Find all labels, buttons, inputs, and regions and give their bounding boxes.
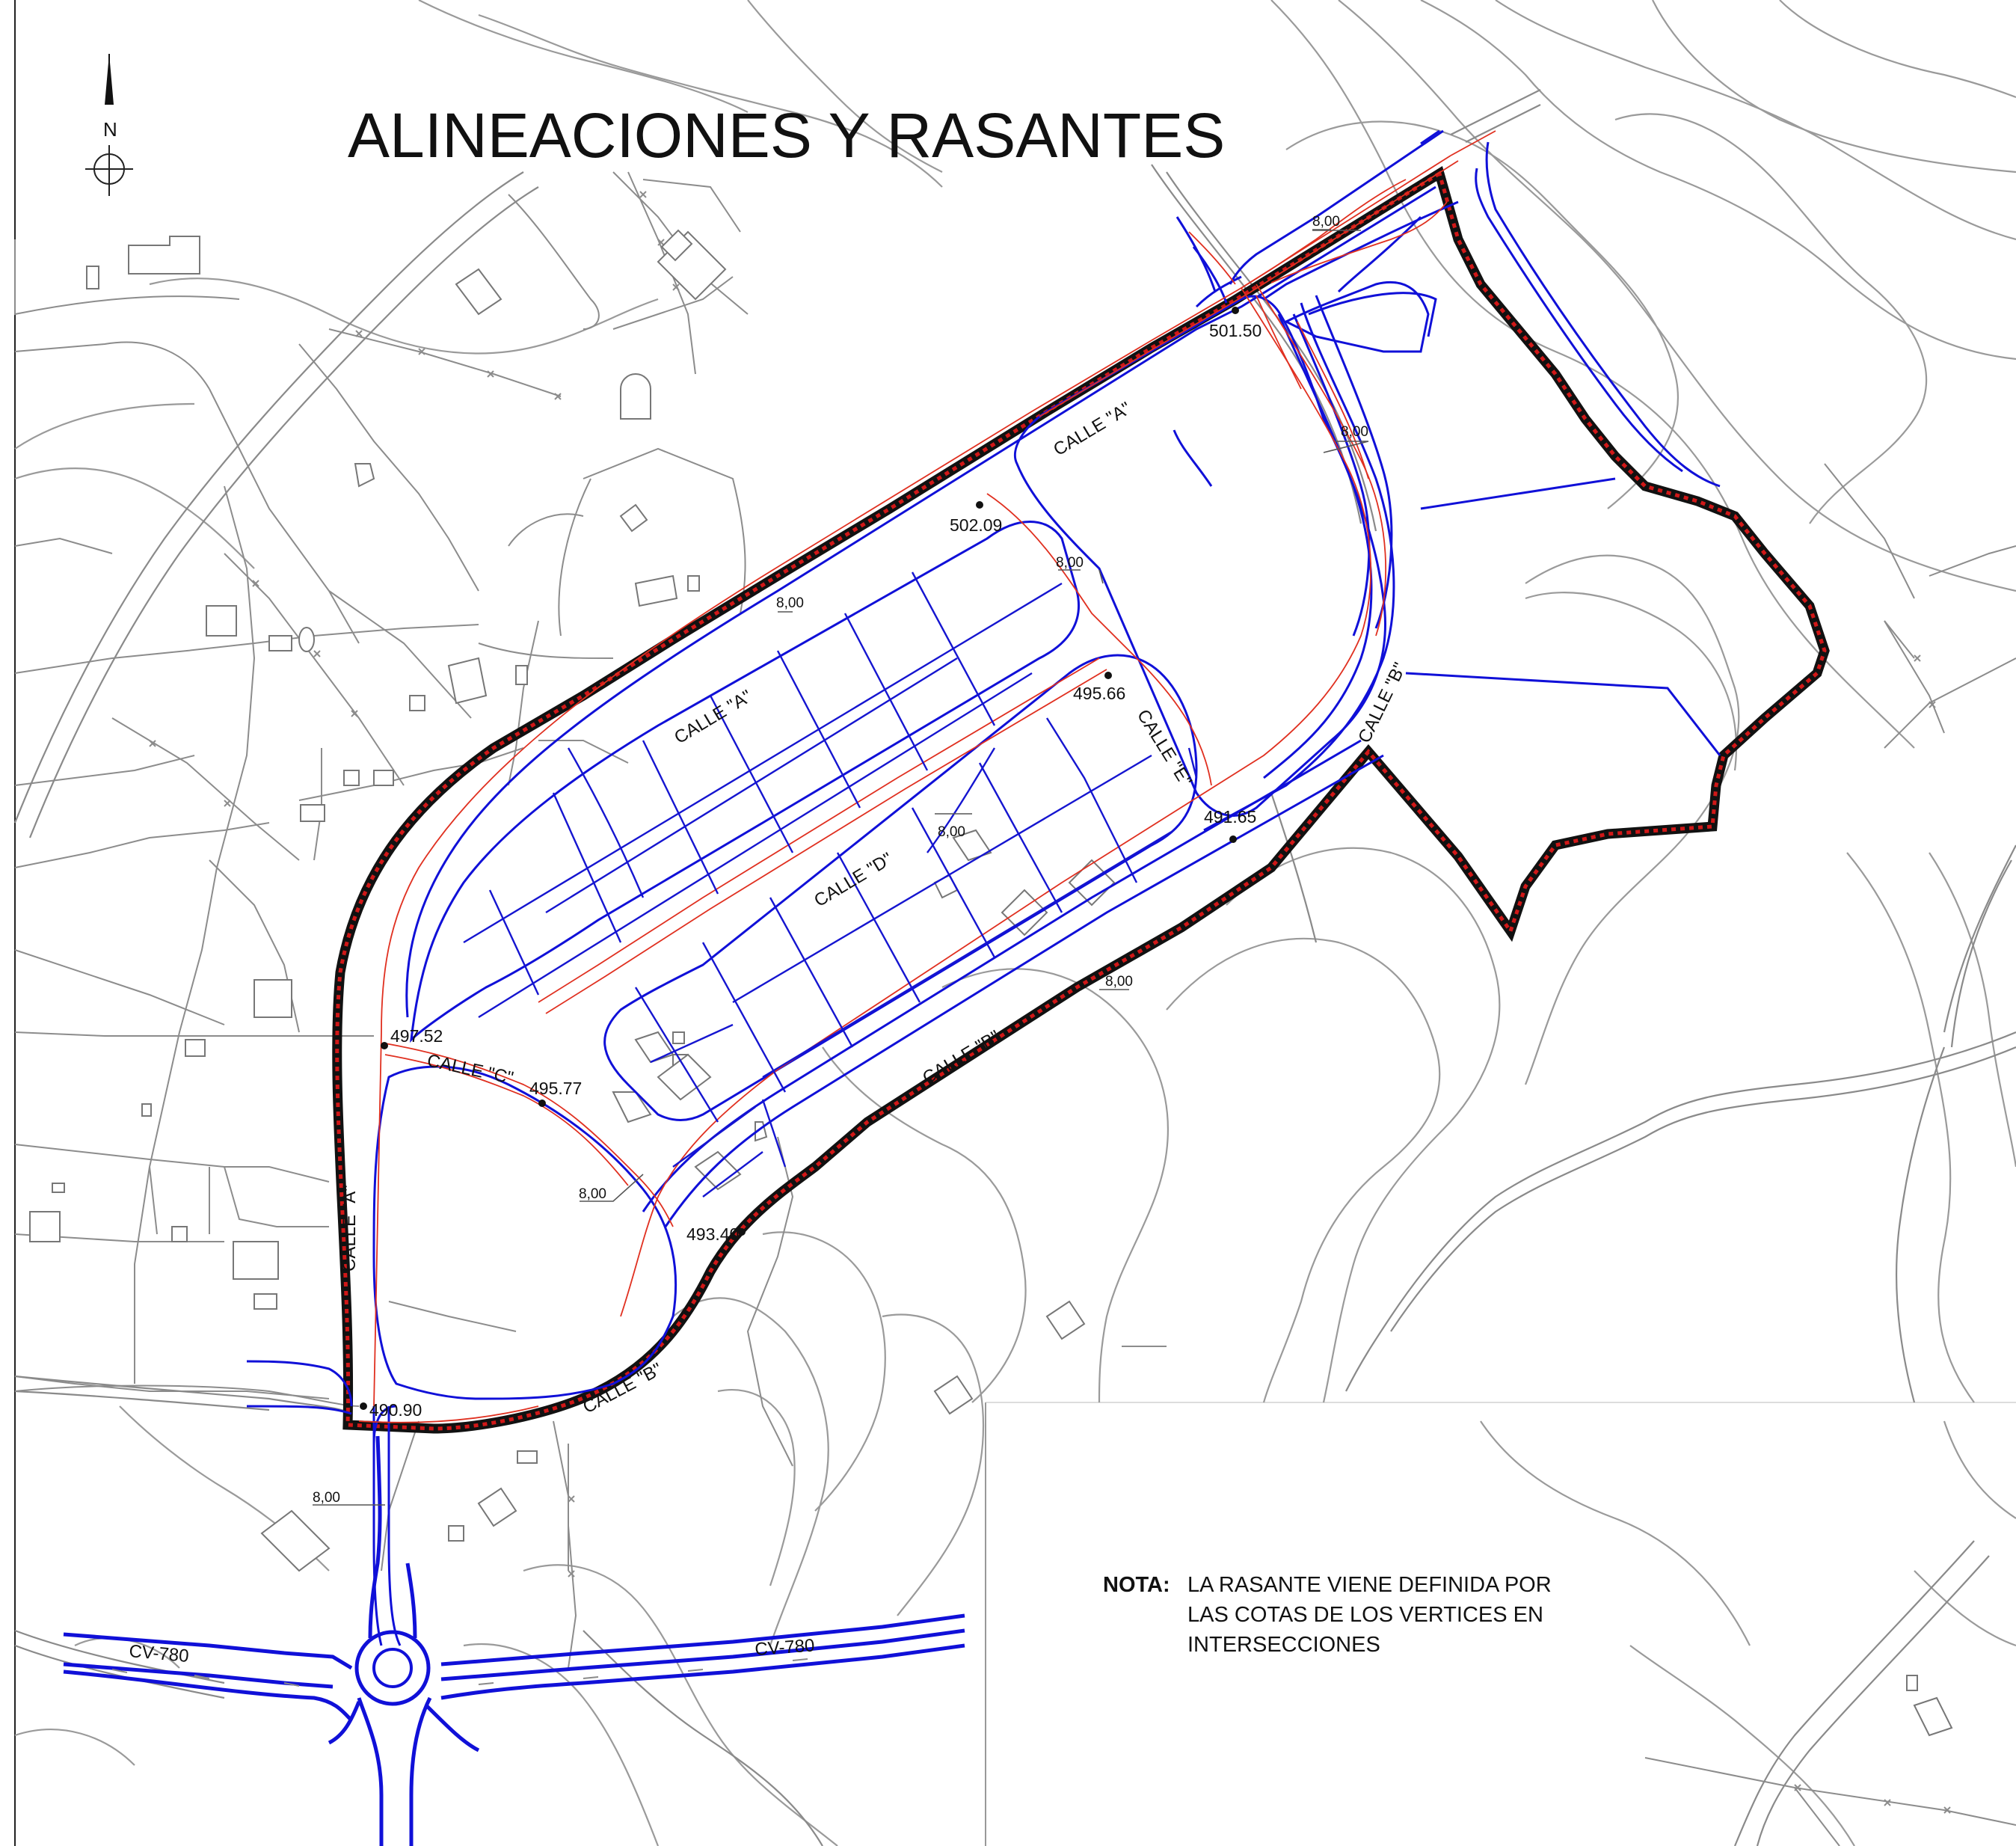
street-label-calle-a-top: CALLE "A" [1050, 398, 1134, 460]
street-label-calle-b-bottom: CALLE "B" [580, 1359, 666, 1417]
elevation-label-7: 493.40 [686, 1224, 739, 1244]
width-label-6: 8,00 [1105, 974, 1133, 990]
note-line-2: LAS COTAS DE LOS VERTICES EN [1187, 1603, 1543, 1627]
elevation-label-1: 501.50 [1209, 321, 1261, 340]
street-label-calle-c: CALLE "C" [425, 1050, 515, 1088]
width-label-7: 8,00 [579, 1186, 606, 1202]
street-label-calle-d: CALLE "D" [811, 849, 896, 911]
fence-lines [14, 171, 2016, 1846]
dimension-leaders [313, 229, 1369, 1506]
note-line-1: LA RASANTE VIENE DEFINIDA POR [1187, 1573, 1552, 1597]
width-label-3: 8,00 [776, 595, 804, 611]
existing-roads [13, 89, 2016, 1846]
highway-cv780 [63, 1435, 965, 1846]
note-heading: NOTA: [1103, 1573, 1170, 1597]
street-label-calle-a-vertical: CALLE "A" [339, 1185, 360, 1272]
elevation-points [360, 307, 1239, 1410]
compass-crosshair-icon [85, 145, 133, 196]
street-label-calle-b-mid: CALLE "B" [919, 1026, 1004, 1088]
map-title: ALINEACIONES Y RASANTES [348, 100, 1225, 171]
elevation-label-2: 502.09 [950, 515, 1002, 535]
elevation-label-8: 490.90 [369, 1400, 422, 1420]
note-block: NOTA: LA RASANTE VIENE DEFINIDA POR LAS … [1103, 1573, 1552, 1657]
width-label-5: 8,00 [938, 824, 965, 840]
highway-label-left: CV-780 [128, 1641, 189, 1666]
contour-lines [14, 0, 2016, 1846]
existing-buildings [29, 229, 1953, 1737]
lot-subdivision [463, 571, 1198, 1198]
elevation-label-6: 495.77 [529, 1079, 582, 1098]
width-label-4: 8,00 [1056, 555, 1084, 571]
north-arrow-icon [105, 54, 114, 105]
width-label-8: 8,00 [313, 1490, 340, 1506]
sector-boundary [332, 165, 1830, 1434]
north-label: N [103, 118, 117, 141]
width-label-1: 8,00 [1312, 214, 1340, 230]
note-line-3: INTERSECCIONES [1187, 1633, 1380, 1657]
elevation-label-5: 497.52 [390, 1026, 443, 1046]
elevation-label-4: 491.65 [1204, 807, 1256, 827]
width-label-2: 8,00 [1341, 424, 1368, 440]
elevation-label-3: 495.66 [1073, 684, 1125, 703]
road-axes [358, 130, 1496, 1423]
highway-label-right: CV-780 [755, 1635, 816, 1660]
